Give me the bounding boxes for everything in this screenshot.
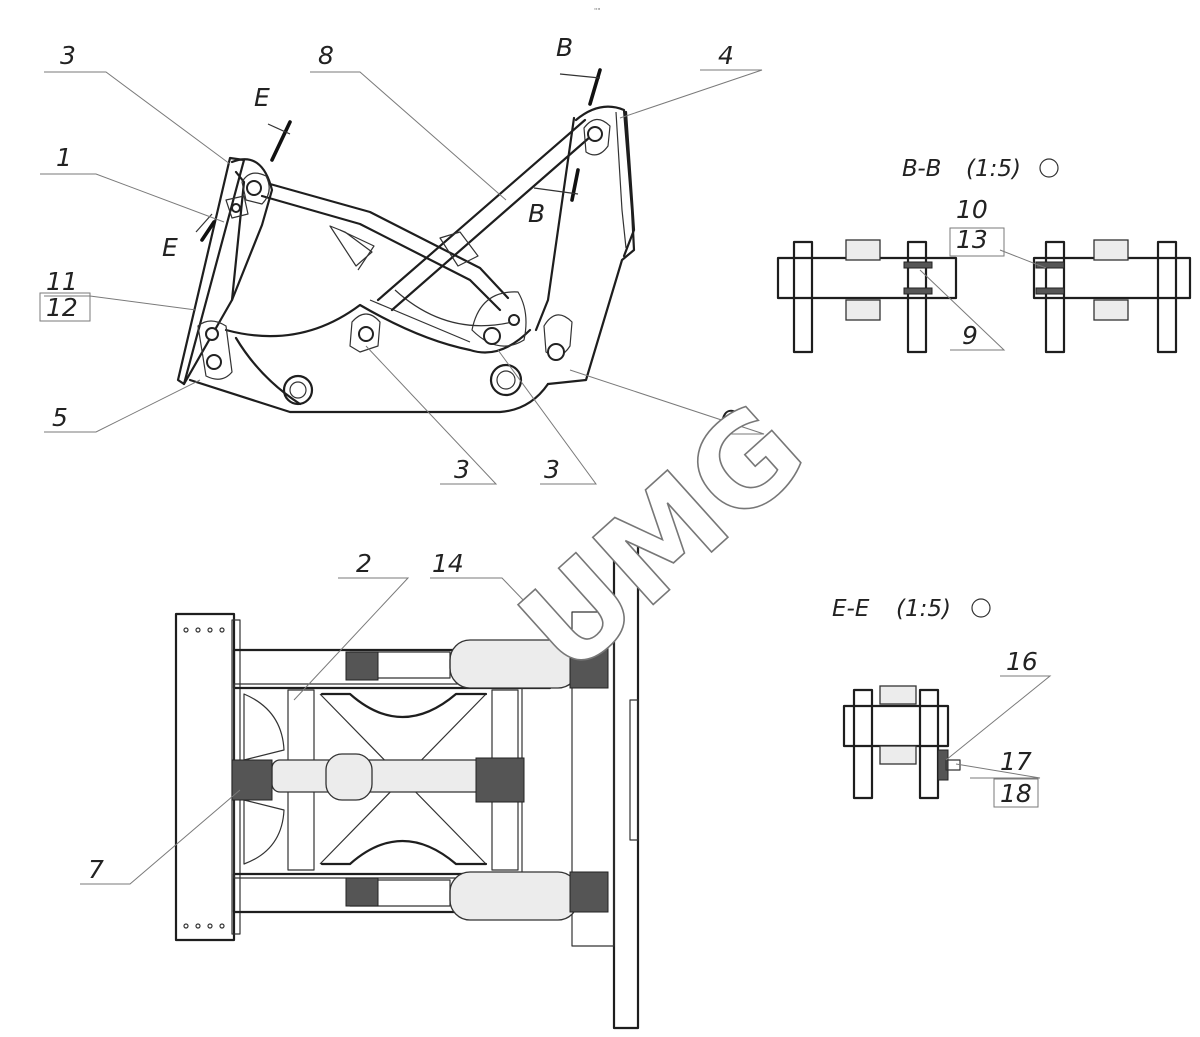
bolt-holes [183,627,225,929]
callout-8: 8 [318,41,334,70]
cylinder-center [231,753,525,803]
side-view [176,105,636,414]
callout-3-mid: 3 [454,455,470,484]
cut-label-e-side: E [162,233,178,262]
section-ee-title: E-E [832,596,870,622]
callout-12: 12 [46,293,78,322]
section-bb: B-B (1:5) [776,156,1192,354]
cut-label-b-top: B [556,33,573,62]
cylinder-bottom [345,871,609,921]
header-mark: "" [594,7,600,15]
right-arm [546,105,636,386]
section-bb-scale: (1:5) [966,156,1021,182]
callout-3-right: 3 [544,455,560,484]
callout-10: 10 [956,195,988,224]
pivot-boss-bracket-1 [225,195,249,219]
callout-4: 4 [718,41,734,70]
callout-14: 14 [432,549,464,578]
main-frame [182,170,246,386]
cut-label-b-side: B [528,199,545,228]
callout-17: 17 [1000,747,1032,776]
callout-6: 6 [720,405,736,434]
callout-7: 7 [88,855,104,884]
pivot-boss-lower-left [197,320,233,380]
bushing-right [489,363,523,397]
leader-lines [40,69,1052,885]
pivot-boss-center [349,313,381,353]
section-ee: E-E (1:5) [832,596,991,800]
callout-3-top: 3 [60,41,76,70]
pivot-boss-top-left [241,172,270,205]
callout-9: 9 [962,321,978,350]
callout-13: 13 [956,225,988,254]
hydraulic-cylinder [260,118,600,312]
section-ee-circle-icon [971,598,991,618]
section-bb-title: B-B [902,156,941,182]
cut-label-e-top: E [254,83,270,112]
callout-2: 2 [356,549,372,578]
bushing-left [282,374,314,406]
callout-18: 18 [1000,779,1032,808]
pivot-boss-top-right [583,118,611,156]
callout-1: 1 [56,143,72,172]
callout-5: 5 [52,403,68,432]
callout-16: 16 [1006,647,1038,676]
pivot-boss-right [471,291,527,347]
pivot-boss-bottom-right [543,314,573,361]
section-bb-circle-icon [1039,158,1059,178]
plan-view [174,532,640,1030]
callouts: 3 8 4 1 11 12 5 6 3 3 2 14 7 9 10 13 16 … [39,41,1039,884]
cut-marks: E E B B [162,33,602,262]
cylinder-top [345,639,609,689]
section-ee-scale: (1:5) [896,596,951,622]
callout-11: 11 [46,267,78,296]
